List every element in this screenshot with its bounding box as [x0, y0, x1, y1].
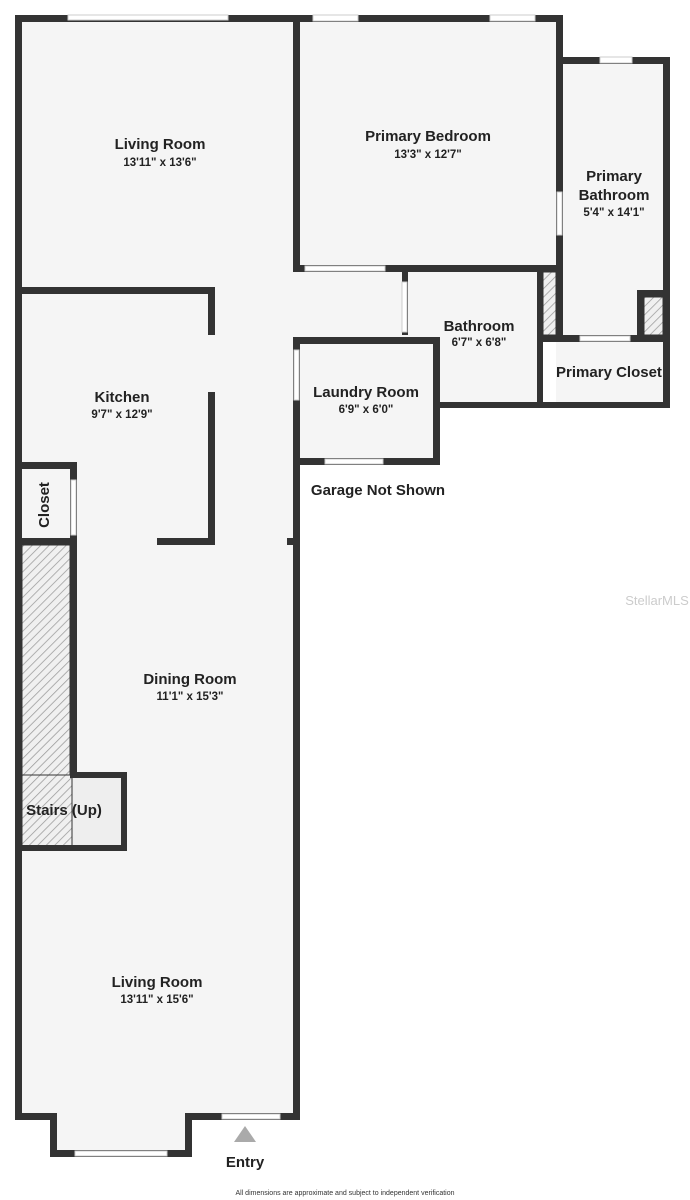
room-dims-dining: 11'1" x 15'3"	[157, 691, 224, 703]
room-label-primary-closet: Primary Closet	[556, 364, 662, 381]
room-label-primary-bathroom-2: Bathroom	[579, 187, 650, 204]
entry-arrow-icon	[234, 1126, 256, 1142]
stairs-hatch	[21, 544, 71, 776]
entry-label: Entry	[226, 1154, 265, 1171]
floor-areas	[15, 15, 670, 1157]
room-dims-primary-bedroom: 13'3" x 12'7"	[394, 149, 462, 161]
room-dims-kitchen: 9'7" x 12'9"	[91, 409, 152, 421]
room-dims-living-bottom: 13'11" x 15'6"	[120, 994, 193, 1006]
room-label-bathroom: Bathroom	[444, 318, 515, 335]
stairs-landing-hatch	[21, 774, 73, 848]
bath-hatch	[643, 296, 664, 336]
room-label-living-top: Living Room	[115, 136, 206, 153]
room-label-stairs: Stairs (Up)	[26, 802, 102, 819]
room-label-living-bottom: Living Room	[112, 974, 203, 991]
disclaimer: All dimensions are approximate and subje…	[235, 1190, 454, 1197]
room-dims-laundry: 6'9" x 6'0"	[339, 404, 394, 416]
garage-note: Garage Not Shown	[311, 482, 445, 499]
room-label-dining: Dining Room	[143, 671, 236, 688]
room-label-kitchen: Kitchen	[94, 389, 149, 406]
room-dims-bathroom: 6'7" x 6'8"	[452, 337, 507, 349]
openings	[67, 14, 633, 1157]
room-dims-primary-bathroom: 5'4" x 14'1"	[583, 207, 644, 219]
room-label-primary-bedroom: Primary Bedroom	[365, 128, 491, 145]
watermark: StellarMLS	[625, 593, 689, 608]
room-label-primary-bathroom-1: Primary	[586, 168, 643, 185]
room-dims-living-top: 13'11" x 13'6"	[123, 157, 196, 169]
room-label-laundry: Laundry Room	[313, 384, 419, 401]
room-label-closet: Closet	[36, 482, 53, 528]
closet-hatch	[542, 271, 557, 336]
